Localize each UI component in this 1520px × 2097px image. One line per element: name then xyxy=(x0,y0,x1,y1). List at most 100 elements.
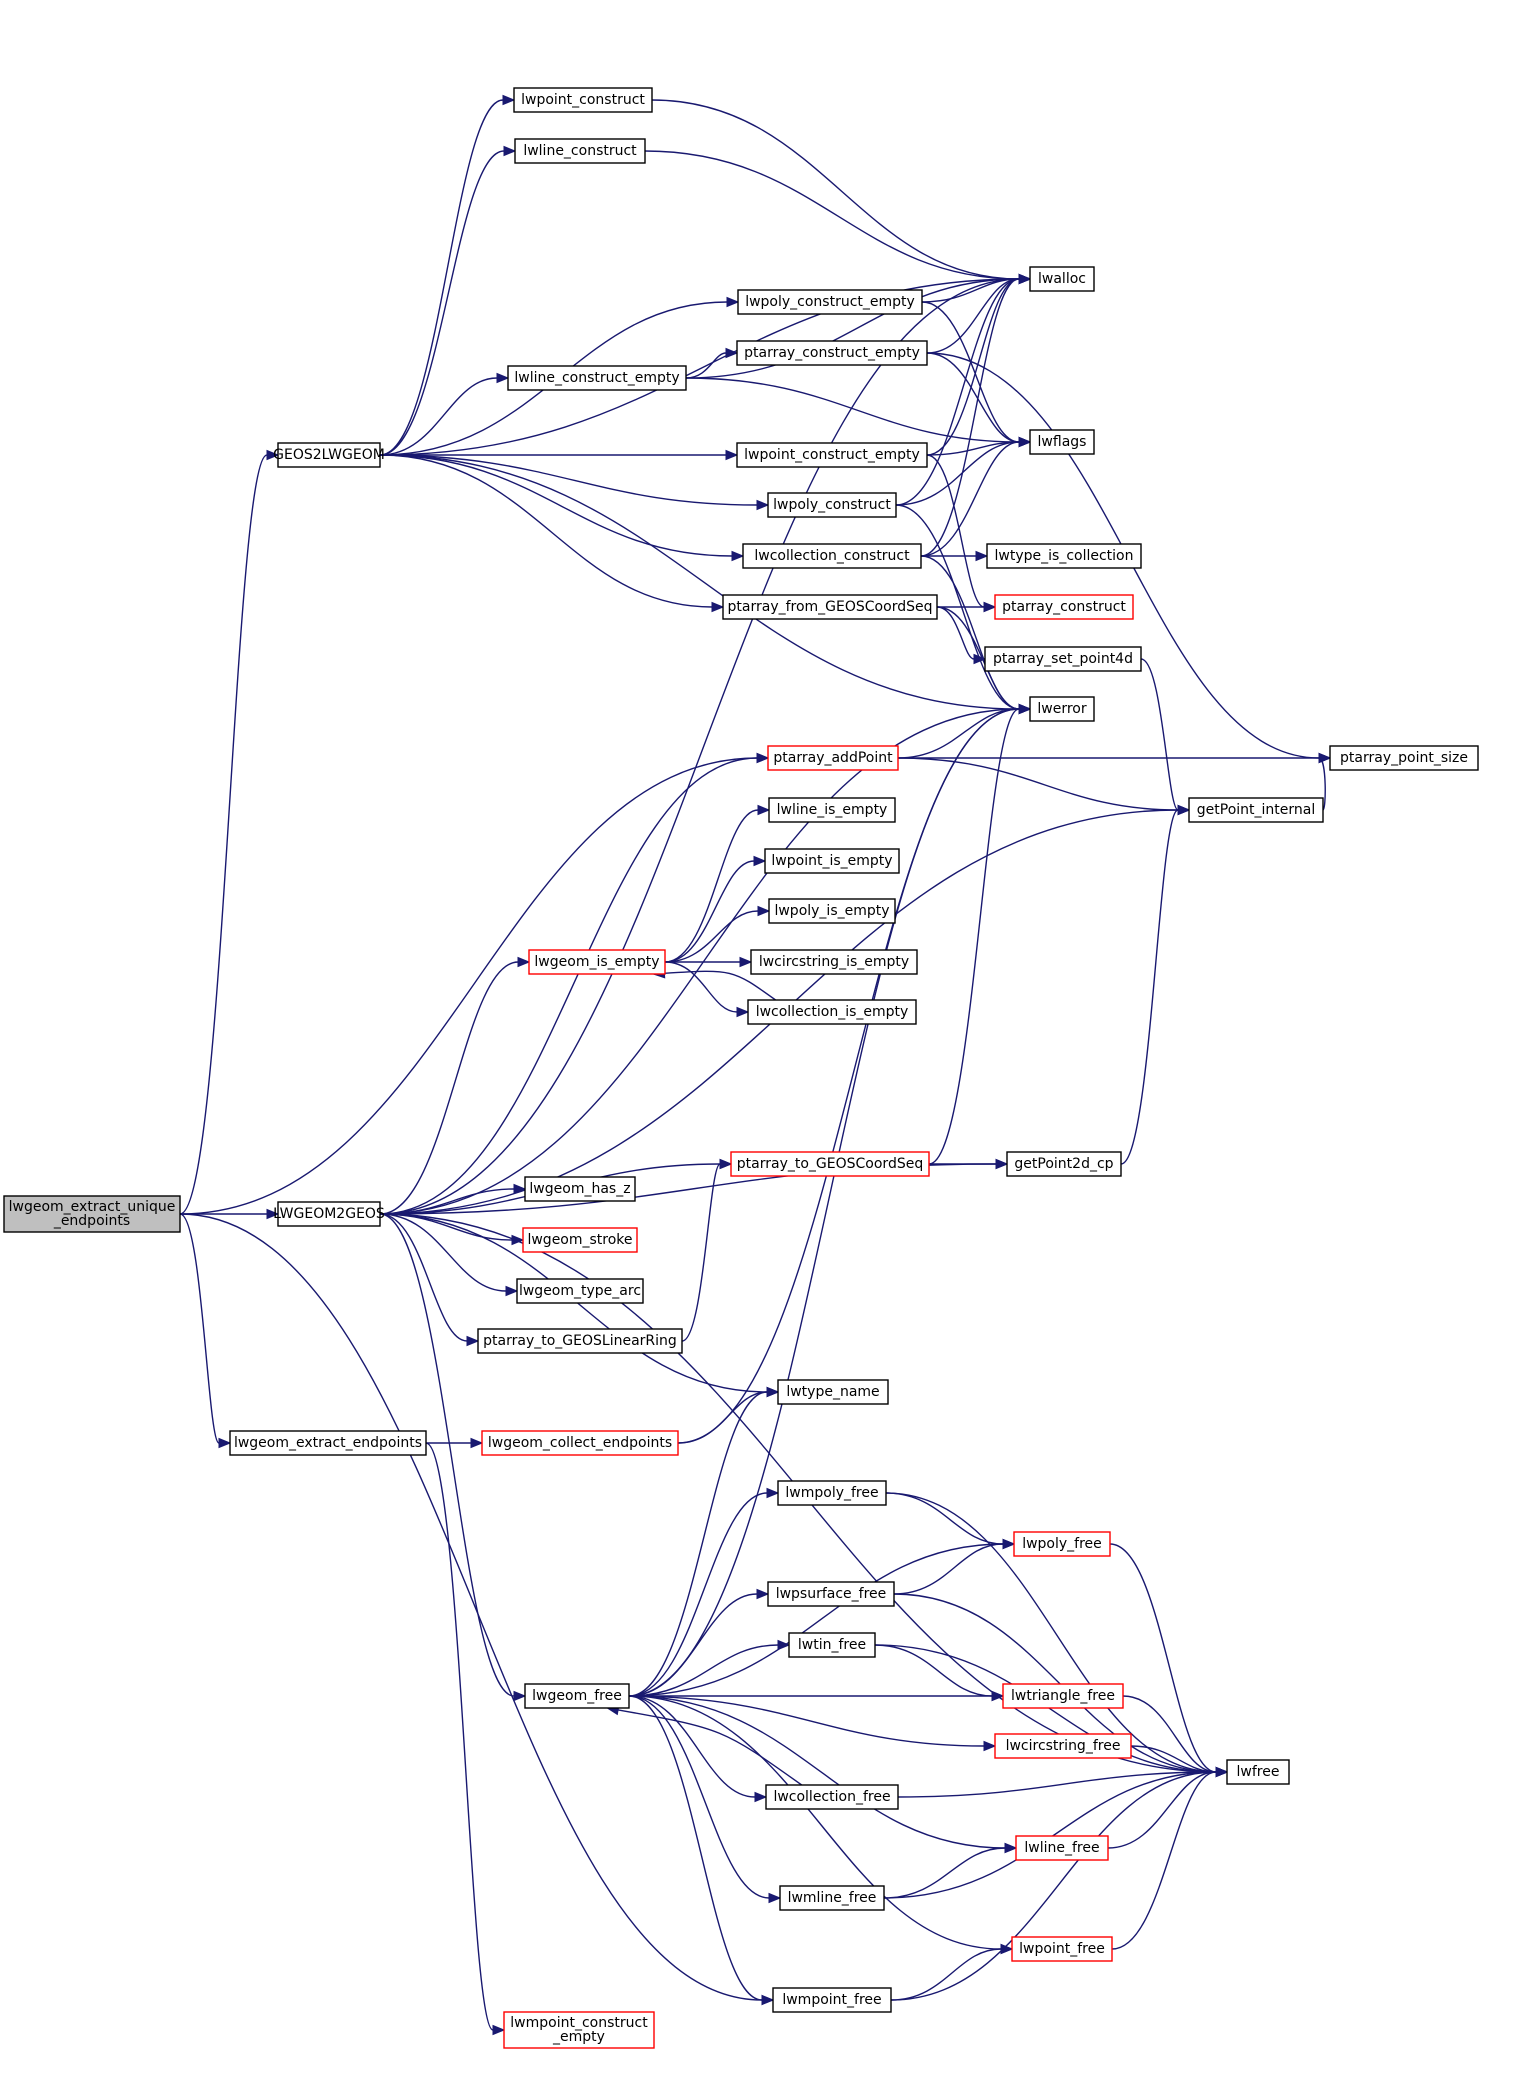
node-lwpoly_construct[interactable]: lwpoly_construct xyxy=(767,492,897,518)
edge-LWGEOM2GEOS-to-ptarray_addPoint xyxy=(379,752,770,1215)
node-lwtin_free[interactable]: lwtin_free xyxy=(788,1632,876,1658)
node-LWGEOM2GEOS[interactable]: LWGEOM2GEOS xyxy=(273,1201,385,1227)
node-lwmpoly_free[interactable]: lwmpoly_free xyxy=(777,1480,887,1506)
node-lwmline_free[interactable]: lwmline_free xyxy=(779,1885,885,1911)
node-ptarray_addPoint[interactable]: ptarray_addPoint xyxy=(767,745,899,771)
node-lwline_construct_empty[interactable]: lwline_construct_empty xyxy=(507,365,687,391)
node-lwgeom_is_empty[interactable]: lwgeom_is_empty xyxy=(528,949,666,975)
node-lwline_is_empty[interactable]: lwline_is_empty xyxy=(768,797,896,823)
edge-line xyxy=(926,454,985,608)
edge-line xyxy=(628,1644,779,1697)
node-lwgeom_free[interactable]: lwgeom_free xyxy=(524,1683,630,1709)
node-ptarray_set_point4d[interactable]: ptarray_set_point4d xyxy=(984,646,1142,672)
edge-LWGEOM2GEOS-to-lwgeom_type_arc xyxy=(379,1213,519,1297)
node-ptarray_to_GEOSCoordSeq[interactable]: ptarray_to_GEOSCoordSeq xyxy=(730,1151,930,1177)
edge-line xyxy=(685,352,727,379)
node-lwgeom_type_arc[interactable]: lwgeom_type_arc xyxy=(516,1278,644,1304)
node-lwpoly_construct_empty[interactable]: lwpoly_construct_empty xyxy=(737,289,923,315)
node-ptarray_from_GEOSCoordSeq[interactable]: ptarray_from_GEOSCoordSeq xyxy=(722,594,938,620)
edge-arrowhead xyxy=(754,1791,768,1803)
node-box xyxy=(1011,1936,1113,1962)
node-lwcollection_construct[interactable]: lwcollection_construct xyxy=(742,543,922,569)
node-lwflags[interactable]: lwflags xyxy=(1029,429,1095,455)
node-lwcollection_free[interactable]: lwcollection_free xyxy=(765,1784,899,1810)
edge-arrowhead xyxy=(266,449,280,461)
edge-lwline_construct_empty-to-ptarray_construct_empty xyxy=(685,347,739,379)
node-box xyxy=(984,646,1142,672)
edge-line xyxy=(890,1771,1217,2001)
node-lwalloc[interactable]: lwalloc xyxy=(1029,266,1095,292)
edge-GEOS2LWGEOM-to-lwline_construct_empty xyxy=(379,372,510,456)
node-label: lwgeom_stroke xyxy=(527,1232,632,1248)
edge-line xyxy=(379,1213,468,1342)
node-box xyxy=(507,365,687,391)
node-label: lwpoly_construct xyxy=(773,497,891,513)
edge-lwline_free-to-lwfree xyxy=(1107,1766,1229,1849)
node-lwtype_name[interactable]: lwtype_name xyxy=(777,1379,889,1405)
edge-lwmpoly_free-to-lwpoly_free xyxy=(885,1492,1016,1550)
edge-line xyxy=(379,757,758,1215)
node-ptarray_construct_empty[interactable]: ptarray_construct_empty xyxy=(736,340,928,366)
node-box xyxy=(722,594,938,620)
node-getPoint2d_cp[interactable]: getPoint2d_cp xyxy=(1006,1151,1122,1177)
node-box xyxy=(736,340,928,366)
edge-LWGEOM2GEOS-to-lwgeom_free xyxy=(379,1213,527,1702)
edge-root-to-GEOS2LWGEOM xyxy=(179,449,280,1215)
node-lwcircstring_is_empty[interactable]: lwcircstring_is_empty xyxy=(750,949,918,975)
node-lwgeom_stroke[interactable]: lwgeom_stroke xyxy=(522,1227,638,1253)
edge-lwgeom_free-to-lwcircstring_free xyxy=(628,1695,997,1752)
node-lwline_free[interactable]: lwline_free xyxy=(1015,1835,1109,1861)
node-box xyxy=(1029,266,1095,292)
node-box xyxy=(767,1581,895,1607)
node-lwerror[interactable]: lwerror xyxy=(1029,696,1095,722)
node-lwfree[interactable]: lwfree xyxy=(1226,1759,1290,1785)
node-lwtype_is_collection[interactable]: lwtype_is_collection xyxy=(986,543,1142,569)
node-getPoint_internal[interactable]: getPoint_internal xyxy=(1188,797,1324,823)
edge-line xyxy=(379,1213,515,1697)
edge-lwcollection_construct-to-lwtype_is_collection xyxy=(921,550,989,562)
node-lwgeom_has_z[interactable]: lwgeom_has_z xyxy=(524,1176,636,1202)
node-ptarray_point_size[interactable]: ptarray_point_size xyxy=(1329,745,1479,771)
node-label: lwgeom_is_empty xyxy=(534,954,659,970)
node-lwmpoint_free[interactable]: lwmpoint_free xyxy=(772,1987,892,2013)
node-ptarray_construct[interactable]: ptarray_construct xyxy=(994,594,1134,620)
node-lwpoly_free[interactable]: lwpoly_free xyxy=(1013,1531,1111,1557)
node-box xyxy=(777,1379,889,1405)
node-lwpsurface_free[interactable]: lwpsurface_free xyxy=(767,1581,895,1607)
edge-lwgeom_is_empty-to-lwcircstring_is_empty xyxy=(665,956,753,968)
node-GEOS2LWGEOM[interactable]: GEOS2LWGEOM xyxy=(273,442,385,468)
node-lwgeom_extract_endpoints[interactable]: lwgeom_extract_endpoints xyxy=(229,1430,427,1456)
edge-line xyxy=(1140,658,1179,811)
node-lwpoly_is_empty[interactable]: lwpoly_is_empty xyxy=(768,898,896,924)
edge-arrowhead xyxy=(719,1158,733,1170)
edge-lwgeom_extract_endpoints-to-lwmpoint_construct_empty xyxy=(425,1442,506,2036)
node-lwpoint_free[interactable]: lwpoint_free xyxy=(1011,1936,1113,1962)
node-lwline_construct[interactable]: lwline_construct xyxy=(514,138,646,164)
edge-LWGEOM2GEOS-to-lwgeom_is_empty xyxy=(379,956,531,1215)
node-label: _endpoints xyxy=(53,1213,130,1229)
node-label: getPoint_internal xyxy=(1197,802,1315,818)
node-lwpoint_construct[interactable]: lwpoint_construct xyxy=(513,87,653,113)
edge-lwtin_free-to-lwtriangle_free xyxy=(874,1644,1005,1702)
node-ptarray_to_GEOSLinearRing[interactable]: ptarray_to_GEOSLinearRing xyxy=(477,1328,683,1354)
node-label: lwpoly_construct_empty xyxy=(745,294,915,310)
node-lwpoint_is_empty[interactable]: lwpoint_is_empty xyxy=(764,848,900,874)
edge-lwgeom_free-to-lwcollection_free xyxy=(628,1695,768,1803)
edge-GEOS2LWGEOM-to-lwerror xyxy=(379,454,1032,715)
edge-arrowhead xyxy=(218,1437,232,1449)
edge-line xyxy=(628,1695,1002,1950)
node-root[interactable]: lwgeom_extract_unique_endpoints xyxy=(3,1195,181,1233)
edge-line xyxy=(179,757,758,1215)
node-lwmpoint_construct_empty[interactable]: lwmpoint_construct_empty xyxy=(503,2011,655,2049)
node-lwpoint_construct_empty[interactable]: lwpoint_construct_empty xyxy=(736,442,928,468)
node-lwtriangle_free[interactable]: lwtriangle_free xyxy=(1002,1683,1124,1709)
node-lwcircstring_free[interactable]: lwcircstring_free xyxy=(994,1733,1132,1759)
node-label: ptarray_to_GEOSLinearRing xyxy=(483,1333,677,1349)
edge-line xyxy=(895,278,1020,506)
edge-lwcollection_free-to-lwfree xyxy=(897,1766,1229,1798)
node-lwcollection_is_empty[interactable]: lwcollection_is_empty xyxy=(747,999,917,1025)
edge-lwpoint_free-to-lwfree xyxy=(1111,1766,1229,1950)
node-label: lwpoly_free xyxy=(1022,1536,1102,1552)
edge-line xyxy=(897,708,1020,759)
node-lwgeom_collect_endpoints[interactable]: lwgeom_collect_endpoints xyxy=(481,1430,679,1456)
